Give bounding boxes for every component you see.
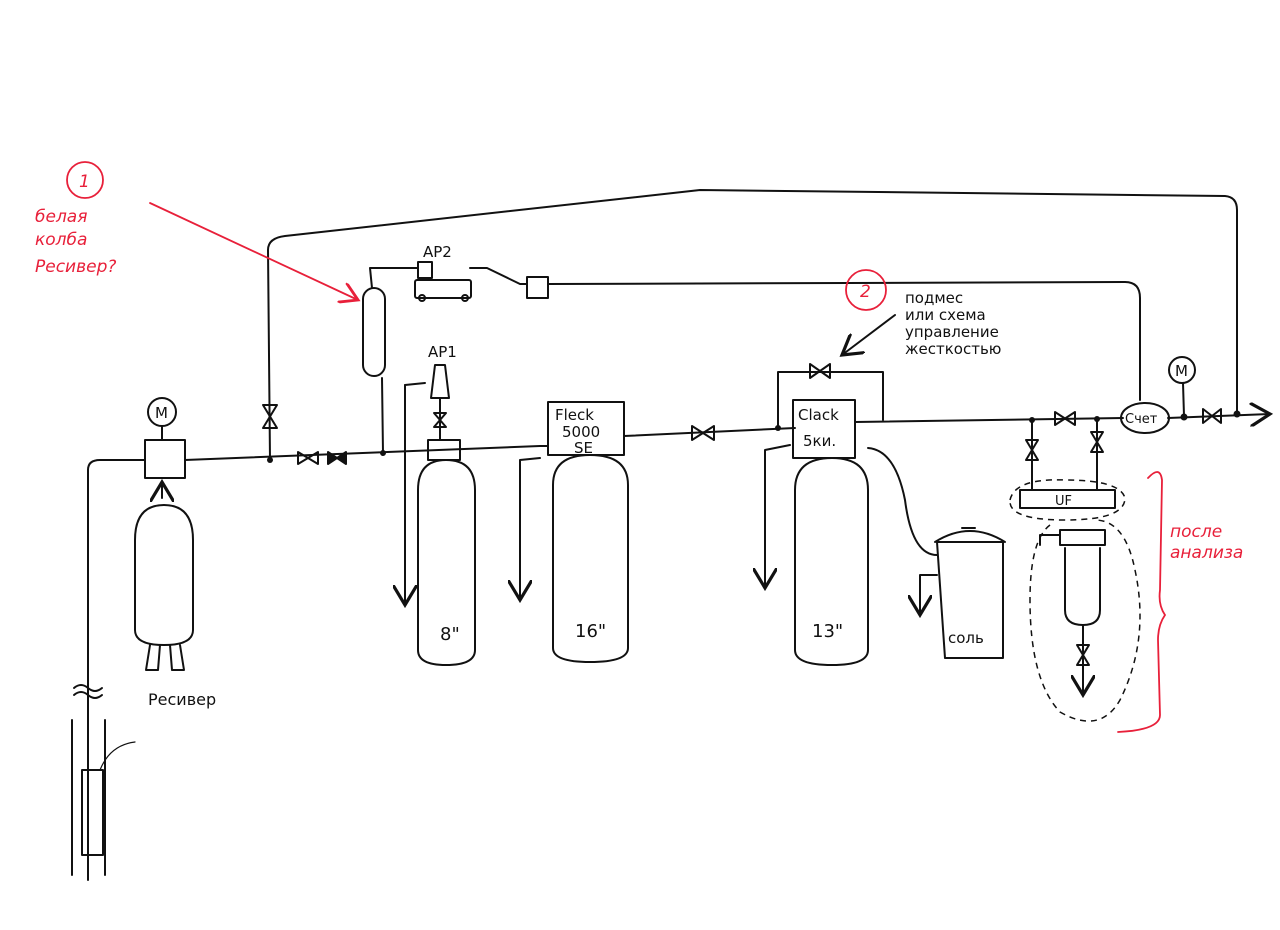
well: [71, 459, 146, 881]
mid-valve: [691, 425, 715, 441]
annotation-1-line: белая: [35, 207, 87, 227]
clack-label: Clack: [798, 406, 839, 424]
annotation-1: 1 белая колба Ресивер?: [35, 161, 358, 300]
meter-label: Счет: [1125, 412, 1158, 427]
salt-tank: соль: [920, 527, 1006, 659]
tank-16-label: 16": [575, 621, 606, 642]
receiver-tank: Ресивер: [134, 504, 216, 709]
ap2-filter: AP2: [414, 243, 472, 302]
annotation-1-number: 1: [79, 172, 90, 192]
outlet-motor: M: [1168, 356, 1241, 424]
annotation-1-line: Ресивер?: [35, 257, 116, 277]
pump-control-box: M: [144, 397, 186, 498]
ap2-label: AP2: [423, 243, 452, 261]
clack-valve: Clack 5ки.: [792, 399, 856, 459]
annotation-2-line: подмес: [905, 289, 963, 307]
annotation-2-line: или схема: [905, 306, 986, 324]
fleck-model: 5000: [562, 423, 600, 441]
annotation-after-analysis-line: анализа: [1170, 543, 1243, 563]
motor-label-left: M: [155, 404, 168, 422]
inlet-valves: [297, 451, 347, 465]
motor-label-right: M: [1175, 362, 1188, 380]
fleck-se: SE: [574, 439, 593, 457]
annotation-2-number: 2: [860, 282, 871, 302]
clack-model: 5ки.: [803, 432, 836, 450]
blend-bypass: [777, 363, 884, 429]
tank-8-label: 8": [440, 624, 460, 645]
uf-label: UF: [1055, 494, 1072, 509]
annotation-1-line: колба: [35, 230, 87, 250]
water-meter: Счет: [1120, 402, 1170, 434]
receiver-label: Ресивер: [148, 690, 216, 709]
annotation-after-analysis: после анализа: [1117, 471, 1243, 733]
tank-13-label: 13": [812, 621, 843, 642]
annotation-2: 2 подмес или схема управление жесткостью: [842, 269, 1001, 358]
annotation-after-analysis-line: после: [1170, 522, 1222, 542]
fleck-valve: Fleck 5000 SE: [547, 401, 625, 457]
uf-branch: UF: [1009, 411, 1141, 722]
main-pipe: [184, 414, 1270, 461]
white-flask: [362, 267, 528, 454]
ap1-label: AP1: [428, 343, 457, 361]
annotation-2-line: управление: [905, 323, 999, 341]
salt-label: соль: [948, 629, 984, 647]
fleck-label: Fleck: [555, 406, 594, 424]
tank-13: 13": [765, 444, 869, 666]
ap1-filter: AP1: [428, 343, 457, 441]
tank-8: 8": [405, 382, 476, 666]
tank-16: 16": [520, 454, 629, 663]
bypass-loop: [267, 189, 1238, 461]
bypass-valve: [262, 404, 278, 429]
annotation-2-line: жесткостью: [905, 340, 1001, 358]
